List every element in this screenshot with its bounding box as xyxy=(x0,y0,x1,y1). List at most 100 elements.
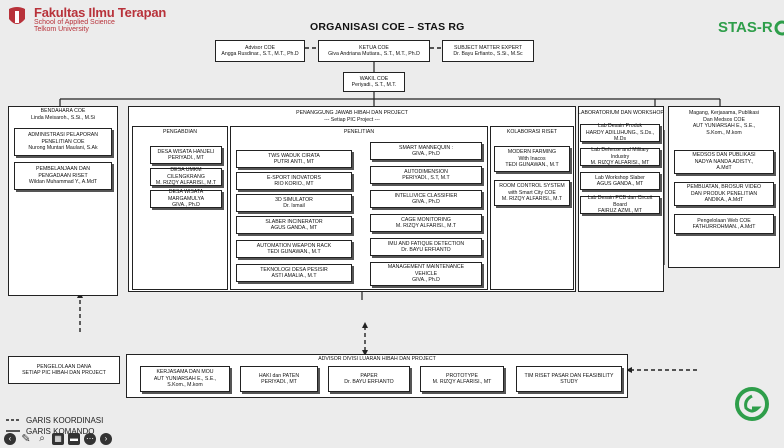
advisor-title: Advisor COE xyxy=(245,44,275,51)
penelitian-item: INTELLIVICE CLASSIFIER GIVA., Ph.D xyxy=(370,190,482,208)
pengabdian-label: PENGABDIAN xyxy=(162,129,197,135)
item-pic: RIO KORIO., MT xyxy=(274,181,314,187)
item-subtitle: with Smart City COE xyxy=(508,189,556,196)
advisor-divisi-title: ADVISOR DIVISI LUARAN HIBAH DAN PROJECT xyxy=(318,356,436,362)
item-title: KERJASAMA DAN MOU xyxy=(156,369,214,376)
item-title: SLABER INCINERATOR xyxy=(265,218,323,225)
item-title: MANAGEMENT MAINTENANCE xyxy=(387,264,465,271)
item-title: CAGE MONITORING xyxy=(401,216,451,223)
penelitian-item: CAGE MONITORING M. RIZQY ALFARISI., M.T xyxy=(370,214,482,232)
item-pic: Dr. BAYU ERFIANTO xyxy=(401,247,451,253)
item-pic: GIVA., Ph.D xyxy=(412,199,440,205)
pen-tool-icon[interactable]: ✎ xyxy=(21,433,31,445)
penelitian-item: TWS WADUK CIRATA PUTRI ANTI., MT xyxy=(236,150,352,168)
advisor-divisi-item: HAKI dan PATEN PERIYADI., MT xyxy=(240,366,318,392)
next-slide-icon[interactable]: › xyxy=(100,433,112,445)
ketua-name: Giva Andriana Mutiara., S.T., M.T., Ph.D xyxy=(328,51,420,57)
penelitian-item: IMU AND FATIQUE DETECTION Dr. BAYU ERFIA… xyxy=(370,238,482,256)
pembelanjaan-line-2: PENGADAAN RISET xyxy=(38,172,88,179)
advisor-divisi-item: TIM RISET PASAR DAN FEASIBILITY STUDY xyxy=(516,366,622,392)
item-title: MEDSOS DAN PUBLIKASI xyxy=(692,152,756,159)
grid-view-icon[interactable]: ▦ xyxy=(52,433,64,445)
item-pic: TEDI GUNAWAN., M.T xyxy=(267,249,321,255)
magang-title-line: Dan Medsos COE xyxy=(703,116,745,123)
lab-item: Lab Desain PCB dan Circuit Board FAIRUZ … xyxy=(580,195,660,215)
item-title: 3D SIMULATOR xyxy=(275,196,313,203)
item-pic: M. RIZQY ALFARISI., M.T xyxy=(155,180,217,187)
penelitian-label: PENELITIAN xyxy=(343,129,375,135)
item-pic: Dr. BAYU ERFIANTO xyxy=(344,379,394,385)
item-subtitle: VEHICLE xyxy=(414,270,438,277)
kolaborasi-item: MODERN FARMING With Inacos TEDI GUNAWAN.… xyxy=(494,146,570,172)
sme-box: SUBJECT MATTER EXPERT Dr. Bayu Erfianto.… xyxy=(442,40,534,62)
previous-slide-icon[interactable]: ‹ xyxy=(4,433,16,445)
penelitian-item: 3D SIMULATOR Dr. Ismail xyxy=(236,194,352,212)
admin-line-1: ADMINISTRASI PELAPORAN xyxy=(27,132,99,139)
item-pic: FAIRUZ AZMI., MT xyxy=(598,208,642,215)
item-pic-cont: S.Kom., M.kom xyxy=(167,382,203,389)
stas-brand: STAS-R xyxy=(718,19,773,36)
subtitles-icon[interactable]: ▬ xyxy=(68,433,80,445)
advisor-divisi-item: KERJASAMA DAN MOU AUT YUNIARSAH E., S.E.… xyxy=(140,366,230,392)
admin-line-3: Nurong Muntari Maulani, S.Ak xyxy=(28,145,98,152)
item-title: AUTOMATION WEAPON RACK xyxy=(256,242,332,249)
advisor-name: Angga Rusdinar., S.T., M.T., Ph.D xyxy=(221,51,299,57)
bendahara-name: Linda Meisaroh., S.Si., M.Si xyxy=(30,115,95,121)
pengabdian-item: DESA WISATA HANJELI PERIYADI., MT xyxy=(150,146,222,164)
penelitian-item: E-SPORT INOVATORS RIO KORIO., MT xyxy=(236,172,352,190)
item-title: INTELLIVICE CLASSIFIER xyxy=(394,192,458,199)
penelitian-item: SMART MANNEQUIN : GIVA., Ph.D xyxy=(370,142,482,160)
item-title: TWS WADUK CIRATA xyxy=(268,152,320,159)
penelitian-item: TEKNOLOGI DESA PESISIR ASTI AMALIA., M.T xyxy=(236,264,352,282)
item-subtitle: DAN PRODUK PENELITIAN xyxy=(690,190,758,197)
pengabdian-item: DESA UMKM CILENGKRANG M. RIZQY ALFARISI.… xyxy=(150,167,222,187)
lab-title: LABORATORIUM DAN WORKSHOP xyxy=(578,110,664,116)
pembelanjaan-line-3: Wildan Muhammad Y., A.MdT xyxy=(28,179,98,186)
sme-name: Dr. Bayu Erfianto., S.Si., M.Sc xyxy=(453,51,523,57)
item-title: SMART MANNEQUIN : xyxy=(399,144,453,151)
magang-title-line: S.Kom., M.kom xyxy=(706,129,742,136)
item-pic: AUT YUNIARSAH E., S.E., xyxy=(153,375,217,382)
ketua-title: KETUA COE xyxy=(359,44,389,51)
item-title: DESA UMKM CILENGKRANG xyxy=(167,167,205,180)
item-title: PEMBUATAN, BROSUR VIDEO xyxy=(686,184,762,191)
item-pic: PERIYADI., MT xyxy=(168,155,204,161)
lab-item: Lab Workshop Slaber AGUS GANDA., MT xyxy=(580,172,660,190)
penelitian-item: SLABER INCINERATOR AGUS GANDA., MT xyxy=(236,216,352,234)
item-title: Lab Desain PCB dan Circuit Board xyxy=(587,195,653,208)
bendahara-title: BENDAHARA COE xyxy=(40,108,86,114)
logo-university: Telkom University xyxy=(34,26,89,33)
legend-koordinasi: GARIS KOORDINASI xyxy=(26,416,104,425)
magang-title: Magang, Kerjasama, Publikasi Dan Medsos … xyxy=(668,110,780,136)
zoom-icon[interactable]: ⌕ xyxy=(39,433,45,444)
item-pic: ASTI AMALIA., M.T xyxy=(271,273,317,279)
magang-title-line: Magang, Kerjasama, Publikasi xyxy=(688,110,760,116)
penelitian-item: AUTOMATION WEAPON RACK TEDI GUNAWAN., M.… xyxy=(236,240,352,258)
telkom-logo xyxy=(6,5,28,31)
item-pic: M. RIZQY ALFARISI., M.T xyxy=(395,223,457,229)
item-pic: PUTRI ANTI., MT xyxy=(273,159,315,165)
wakil-name: Periyadi., S.T., M.T. xyxy=(351,82,397,88)
item-pic: AGUS GANDA., MT xyxy=(596,181,644,187)
item-title: Lab Desain Produk xyxy=(597,123,643,130)
penelitian-item: MANAGEMENT MAINTENANCE VEHICLE GIVA., Ph… xyxy=(370,262,482,286)
legend-komando: GARIS KOMANDO xyxy=(26,427,95,436)
page-title: ORGANISASI COE – STAS RG xyxy=(310,21,465,33)
pj-subtitle: --- Setiap PIC Project --- xyxy=(324,117,380,123)
pj-title: PENANGGUNG JAWAB HIBAH DAN PROJECT xyxy=(296,110,408,116)
advisor-coe-box: Advisor COE Angga Rusdinar., S.T., M.T.,… xyxy=(215,40,305,62)
item-title: MODERN FARMING xyxy=(507,149,557,156)
wakil-coe-box: WAKIL COE Periyadi., S.T., M.T. xyxy=(343,72,405,92)
item-pic-cont: A.MdT xyxy=(716,165,732,172)
item-title: IMU AND FATIQUE DETECTION xyxy=(387,240,465,247)
lab-item: Lab Desain Produk HARDY ADILUHUNG., S.Ds… xyxy=(580,123,660,142)
item-pic: TEDI GUNAWAN., M.T xyxy=(505,162,559,169)
dana-line-2: SETIAP PIC HIBAH DAN PROJECT xyxy=(22,370,106,376)
pembelanjaan-line-1: PEMBELANJAAN DAN xyxy=(36,166,90,173)
advisor-divisi-item: PROTOTYPE M. RIZQY ALFARISI., MT xyxy=(420,366,504,392)
logo-school: School of Applied Science xyxy=(34,19,115,26)
dana-line-1: PENGELOLAAN DANA xyxy=(36,363,92,370)
more-options-icon[interactable]: ⋯ xyxy=(84,433,96,445)
pembelanjaan-box: PEMBELANJAAN DAN PENGADAAN RISET Wildan … xyxy=(14,162,112,190)
item-title: DESA WISATA MARGAMULYA xyxy=(167,189,205,202)
